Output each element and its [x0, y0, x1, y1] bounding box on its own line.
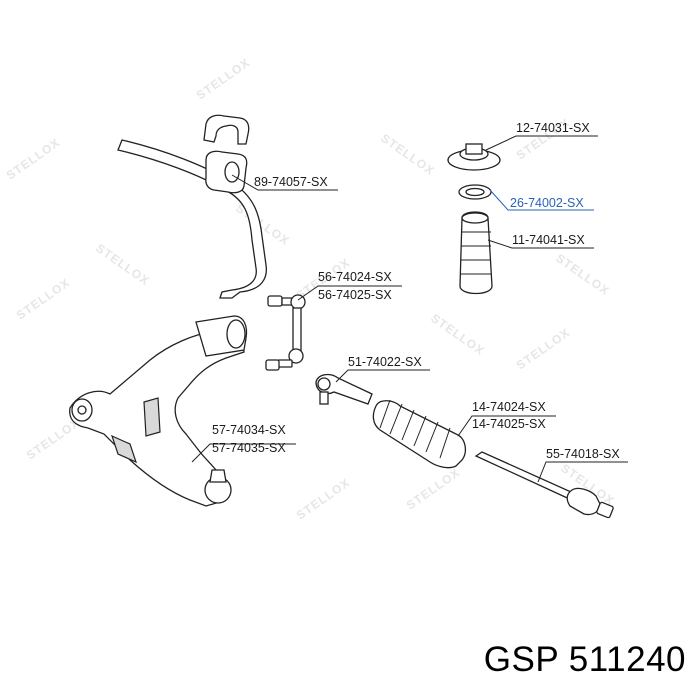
label-strut-mount[interactable]: 12-74031-SX — [516, 121, 590, 135]
label-stabilizer-link-b[interactable]: 56-74025-SX — [318, 288, 392, 302]
label-bump-boot[interactable]: 11-74041-SX — [512, 233, 585, 247]
label-rack-boot-a[interactable]: 14-74024-SX — [472, 400, 546, 414]
bump-boot — [459, 211, 493, 295]
label-ball-joint-b[interactable]: 57-74035-SX — [212, 441, 286, 455]
stabilizer-bushing — [203, 114, 250, 194]
label-stabilizer-bushing[interactable]: 89-74057-SX — [254, 175, 328, 189]
watermark: STELLOX — [294, 475, 353, 522]
tie-rod-end — [315, 373, 373, 405]
inner-tie-rod — [474, 451, 614, 519]
watermark: STELLOX — [4, 135, 63, 182]
watermark: STELLOX — [378, 131, 437, 178]
label-tie-rod-end[interactable]: 51-74022-SX — [348, 355, 422, 369]
stabilizer-link — [265, 294, 306, 371]
label-inner-tie-rod[interactable]: 55-74018-SX — [546, 447, 620, 461]
watermark: STELLOX — [553, 251, 612, 298]
label-ball-joint-a[interactable]: 57-74034-SX — [212, 423, 286, 437]
watermark: STELLOX — [194, 55, 253, 102]
label-strut-bearing[interactable]: 26-74002-SX — [510, 196, 584, 210]
watermark: STELLOX — [93, 241, 152, 288]
watermark: STELLOX — [14, 275, 73, 322]
label-stabilizer-link-a[interactable]: 56-74024-SX — [318, 270, 392, 284]
part-number-footer: GSP 511240 — [483, 640, 686, 679]
strut-mount — [447, 143, 501, 171]
strut-bearing — [458, 184, 492, 200]
lower-control-arm — [69, 315, 248, 507]
watermark: STELLOX — [514, 325, 573, 372]
leader-lines — [191, 135, 628, 483]
rack-boot — [372, 399, 467, 469]
watermark: STELLOX — [404, 465, 463, 512]
part-labels: 89-74057-SX 12-74031-SX 26-74002-SX 11-7… — [212, 121, 620, 461]
watermark: STELLOX — [428, 311, 487, 358]
label-rack-boot-b[interactable]: 14-74025-SX — [472, 417, 546, 431]
